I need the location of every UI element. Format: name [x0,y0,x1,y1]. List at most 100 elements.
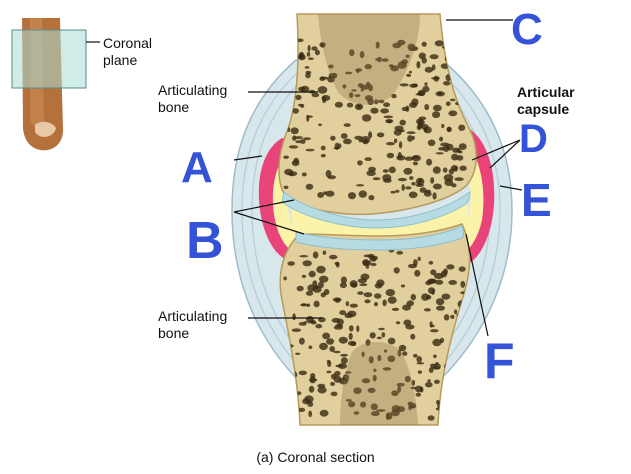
bone-pore [368,84,373,92]
bone-pore [385,289,396,297]
bone-pore [373,368,377,372]
bone-pore [369,255,374,262]
bone-pore [459,359,467,367]
bone-pore [357,291,364,295]
bone-pore [353,387,362,395]
label-coronal-plane: Coronal plane [103,35,152,69]
bone-pore [338,336,348,344]
bone-pore [330,135,336,141]
bone-pore [301,172,307,177]
bone-pore [356,69,360,74]
bone-pore [381,58,389,62]
bone-pore [377,56,382,63]
bone-pore [465,70,473,76]
bone-pore [417,256,421,261]
bone-pore [365,339,371,346]
bone-pore [397,177,407,182]
bone-pore [392,42,402,49]
bone-pore [398,129,405,133]
label-articular-capsule: Articular capsule [517,84,575,118]
bone-pore [318,281,324,289]
bone-pore [370,403,378,411]
bone-pore [370,411,380,417]
bone-pore [382,169,389,173]
bone-pore [320,292,326,298]
bone-pore [430,329,439,333]
bone-pore [298,51,305,60]
articular-cartilage-top [281,191,471,229]
bone-pore [293,157,300,164]
bone-pore [408,191,418,199]
bone-pore [333,325,343,330]
bone-pore [308,270,316,278]
bone-pore [458,41,467,47]
bone-pore [386,142,395,146]
label-articulating-bone-top-line1: Articulating [158,82,228,98]
bone-pore [372,177,381,181]
bone-pore [458,124,466,131]
bone-pore [382,367,392,371]
bone-pore [410,333,416,340]
bone-pore [374,99,379,105]
bone-pore [295,140,302,144]
bone-pore [443,81,451,86]
bone-pore [452,38,462,45]
bone-pore [334,370,341,377]
bone-pore [283,155,289,159]
bone-pore [321,42,326,48]
bone-pore [333,350,341,354]
bone-pore [361,351,365,358]
bone-pore [308,57,314,60]
bone-pore [311,92,320,98]
bone-pore [415,183,425,187]
bone-pore [361,136,370,144]
bone-pore [305,290,314,296]
bone-pore [319,409,329,417]
bone-pore [337,143,342,149]
bone-pore [327,360,332,367]
bone-pore [404,375,411,383]
bone-pore [319,76,326,81]
bone-pore [426,158,433,166]
bone-pore [366,81,371,87]
bone-pore [405,186,412,190]
bone-pore [294,136,304,140]
bone-pore [393,138,398,144]
bone-pore [309,378,318,382]
bone-pore [412,353,418,358]
bone-pore [409,176,414,180]
bone-pore [287,261,296,266]
leader-e [499,185,523,191]
bone-pore [396,382,405,387]
bone-pore [316,265,326,274]
leader-d-1 [471,139,521,161]
bone-pore [423,126,432,134]
bone-pore [458,390,467,398]
bone-pore [305,148,315,152]
bone-pore [458,143,467,151]
bone-pore [372,374,377,382]
bone-pore [448,110,458,117]
bone-pore [317,192,324,198]
label-coronal-plane-line2: plane [103,52,138,68]
bone-pore [425,382,433,388]
bone-pore [317,383,326,389]
bone-pore [430,177,435,184]
bone-pore [360,401,367,408]
bone-pore [386,412,393,420]
bone-pore [383,115,394,119]
synovial-fluid-right [458,144,484,254]
bone-pore [398,141,403,149]
bone-pore [299,337,305,345]
bone-pore [415,177,425,186]
bone-pore [325,190,335,197]
bone-pore [435,279,444,285]
bone-pore [406,300,415,307]
bone-pore [410,386,417,390]
finger-inset [11,18,100,151]
bone-pore [395,321,401,325]
bone-pore [381,332,386,338]
bone-pore [368,195,375,201]
bone-pore [335,261,340,268]
bone-pore [357,160,363,166]
